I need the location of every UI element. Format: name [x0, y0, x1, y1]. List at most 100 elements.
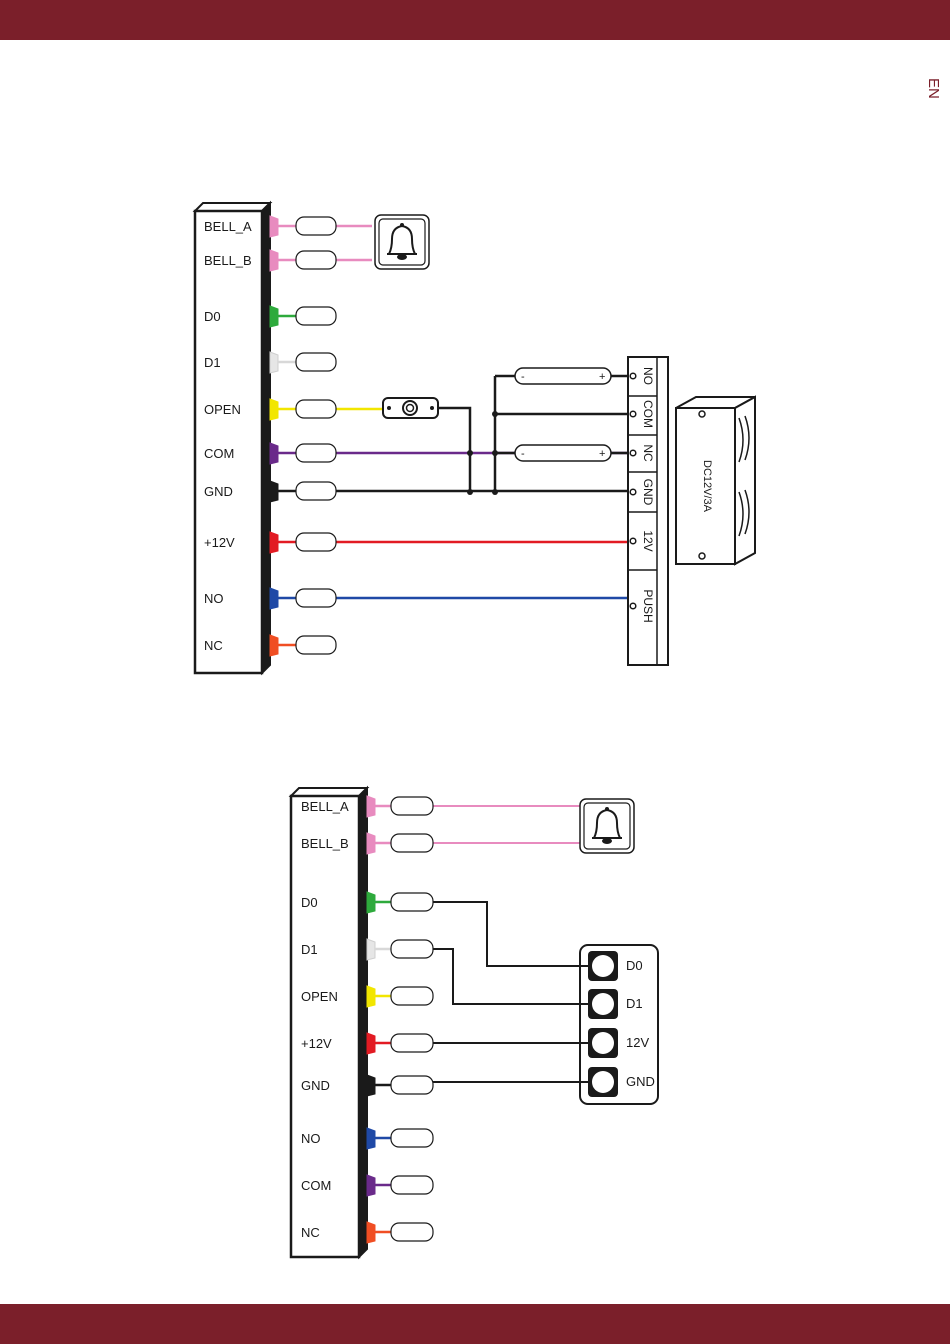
terminal-label-com: COM — [301, 1178, 331, 1193]
wire-pin-d1 — [270, 352, 278, 373]
terminal-label-no: NO — [204, 591, 224, 606]
wire-pin-d0 — [367, 892, 375, 913]
wiring-black — [433, 902, 590, 1082]
terminal-label-d1: D1 — [204, 355, 221, 370]
power-terminal-12v: 12V — [641, 530, 655, 551]
wire-connector-no — [391, 1129, 433, 1147]
exit-button-icon — [383, 398, 438, 418]
wire-connector-d0 — [296, 307, 336, 325]
terminal-screw — [630, 411, 636, 417]
terminal-label-open: OPEN — [204, 402, 241, 417]
wire-connector-nc — [296, 636, 336, 654]
wire-connector-com — [391, 1176, 433, 1194]
wire-connector-plus-12v — [391, 1034, 433, 1052]
power-supply-label: DC12V/3A — [701, 460, 713, 513]
terminal-label-gnd: GND — [301, 1078, 330, 1093]
wire-connector-plus-12v — [296, 533, 336, 551]
wire-pin-com — [270, 443, 278, 464]
reader-terminal-hole — [592, 993, 614, 1015]
wire-connector-bell-b — [391, 834, 433, 852]
terminal-label-nc: NC — [204, 638, 223, 653]
reader-terminal-gnd: GND — [626, 1074, 655, 1089]
terminal-label-d1: D1 — [301, 942, 318, 957]
wire-junction — [492, 450, 498, 456]
terminal-screw — [630, 450, 636, 456]
terminal-label-bell-a: BELL_A — [204, 219, 252, 234]
lock-minus-label: - — [521, 371, 525, 383]
wire-connector-nc — [391, 1223, 433, 1241]
reader-terminal-d0: D0 — [626, 958, 643, 973]
reader-terminal-hole — [592, 955, 614, 977]
lock-no-icon: - + — [515, 368, 611, 384]
terminal-label-no: NO — [301, 1131, 321, 1146]
power-terminal-push: PUSH — [641, 589, 655, 622]
wire-connector-d1 — [391, 940, 433, 958]
wire-pin-open — [367, 986, 375, 1007]
terminal-label-bell-a: BELL_A — [301, 799, 349, 814]
terminal-screw — [630, 538, 636, 544]
lock-plus-label: + — [599, 448, 605, 460]
terminal-screw — [630, 603, 636, 609]
lock-plus-label: + — [599, 371, 605, 383]
wire-junction — [467, 450, 473, 456]
wire-pin-bell-a — [270, 216, 278, 237]
wire-connector-open — [296, 400, 336, 418]
wire-junction — [492, 411, 498, 417]
terminal-label-nc: NC — [301, 1225, 320, 1240]
wire-pin-plus-12v — [367, 1033, 375, 1054]
terminal-label-bell-b: BELL_B — [301, 836, 349, 851]
terminal-label-open: OPEN — [301, 989, 338, 1004]
power-terminal-nc: NC — [641, 444, 655, 462]
wire-connector-bell-a — [391, 797, 433, 815]
wire-junction — [492, 489, 498, 495]
power-terminal-no: NO — [641, 367, 655, 385]
wire-pin-open — [270, 399, 278, 420]
power-terminal-com: COM — [641, 400, 655, 428]
wire-pin-no — [367, 1128, 375, 1149]
bell-icon — [580, 799, 634, 853]
terminal-label-plus-12v: +12V — [301, 1036, 332, 1051]
wire-connector-bell-a — [296, 217, 336, 235]
terminal-screw — [630, 373, 636, 379]
terminal-label-plus-12v: +12V — [204, 535, 235, 550]
wire-pin-gnd — [367, 1075, 375, 1096]
wire-pin-gnd — [270, 481, 278, 502]
footer-band — [0, 1304, 950, 1344]
wire-pin-nc — [270, 635, 278, 656]
reader-terminal-d1: D1 — [626, 996, 643, 1011]
wire-connector-d1 — [296, 353, 336, 371]
bell-icon — [375, 215, 429, 269]
wire-connector-d0 — [391, 893, 433, 911]
lock-minus-label: - — [521, 448, 525, 460]
wire-pin-com — [367, 1175, 375, 1196]
wire-connector-bell-b — [296, 251, 336, 269]
wire-junction — [467, 489, 473, 495]
wire-connector-gnd — [296, 482, 336, 500]
terminal-label-d0: D0 — [301, 895, 318, 910]
wire-pin-no — [270, 588, 278, 609]
wire-pin-bell-b — [270, 250, 278, 271]
terminal-screw — [630, 489, 636, 495]
reader-terminal-hole — [592, 1071, 614, 1093]
wiring-black — [438, 376, 633, 492]
wire-connector-open — [391, 987, 433, 1005]
wire-pin-d1 — [367, 939, 375, 960]
power-supply-box: DC12V/3A — [676, 397, 755, 564]
reader-terminal-12v: 12V — [626, 1035, 649, 1050]
wire-pin-nc — [367, 1222, 375, 1243]
power-terminal-gnd: GND — [641, 479, 655, 506]
terminal-label-gnd: GND — [204, 484, 233, 499]
terminal-label-com: COM — [204, 446, 234, 461]
wire-connector-gnd — [391, 1076, 433, 1094]
wire-pin-plus-12v — [270, 532, 278, 553]
wire-pin-bell-a — [367, 796, 375, 817]
terminal-label-d0: D0 — [204, 309, 221, 324]
terminal-label-bell-b: BELL_B — [204, 253, 252, 268]
wire-pin-bell-b — [367, 833, 375, 854]
reader-terminal-hole — [592, 1032, 614, 1054]
wire-pin-d0 — [270, 306, 278, 327]
wire-connector-com — [296, 444, 336, 462]
lock-nc-icon: - + — [515, 445, 611, 461]
